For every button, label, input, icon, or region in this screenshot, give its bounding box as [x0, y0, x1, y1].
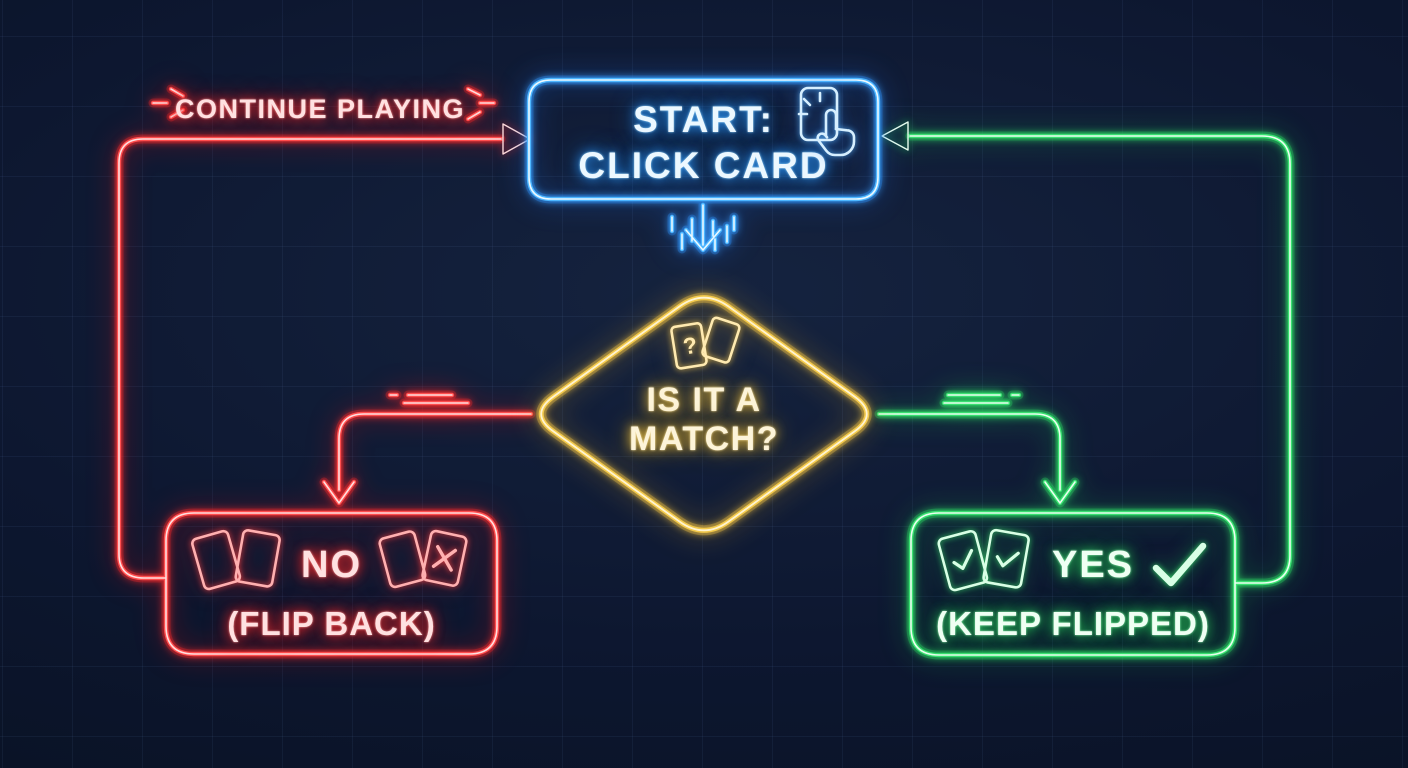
- decision-line2: MATCH?: [629, 420, 779, 458]
- yes-title-row: YES: [934, 523, 1212, 607]
- mismatch-card-x-icon: [378, 529, 468, 589]
- no-title-row: NO: [189, 523, 474, 607]
- no-node: NO (FLIP BACK): [166, 513, 497, 654]
- continue-playing-label: CONTINUE PLAYING: [174, 94, 466, 124]
- decision-node: IS IT A MATCH?: [554, 381, 854, 459]
- facedown-cards-icon: [191, 529, 281, 591]
- start-line2: CLICK CARD: [578, 144, 829, 186]
- arrowhead-into-start-green: [881, 121, 909, 151]
- no-subtitle: (FLIP BACK): [227, 605, 436, 642]
- yes-node: YES (KEEP FLIPPED): [911, 513, 1235, 655]
- matched-cards-icon: [937, 528, 1030, 592]
- check-icon: [1152, 542, 1207, 587]
- question-cards-icon: ?: [670, 316, 741, 370]
- yes-subtitle: (KEEP FLIPPED): [936, 605, 1210, 642]
- svg-text:?: ?: [681, 332, 699, 360]
- start-node: START: CLICK CARD: [529, 86, 878, 199]
- yes-title: YES: [1051, 543, 1135, 586]
- start-line1: START:: [633, 98, 774, 140]
- no-title: NO: [301, 543, 362, 586]
- decision-line1: IS IT A: [646, 381, 762, 419]
- tap-card-icon: [797, 86, 856, 157]
